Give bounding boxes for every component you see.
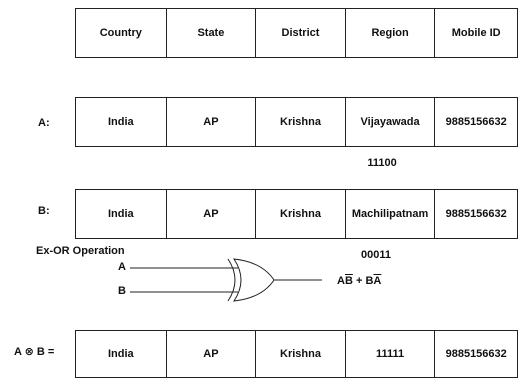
row-a-country: India <box>76 98 167 146</box>
row-a-mobile-id: 9885156632 <box>445 116 507 128</box>
row-a-state: AP <box>167 98 257 146</box>
code-a: 11100 <box>367 157 397 169</box>
row-b-mobile-id: 9885156632 <box>445 208 507 220</box>
expr-plus: + <box>352 275 366 287</box>
xor-extra-arc <box>227 258 236 302</box>
expr-a-bar: A <box>373 275 382 287</box>
gate-expression: AB + BA <box>337 275 381 287</box>
row-b-region: Machilipatnam <box>346 190 436 238</box>
row-a-district: Krishna <box>256 98 346 146</box>
code-b: 00011 <box>361 249 391 261</box>
row-b-district: Krishna <box>256 190 346 238</box>
row-a-region: Vijayawada <box>346 98 436 146</box>
row-b-state: AP <box>167 190 257 238</box>
xor-gate-body <box>232 258 275 302</box>
result-region: 11111 <box>346 331 436 377</box>
expr-b: B <box>365 275 374 287</box>
header-state: State <box>167 9 257 57</box>
gate-input-a-label: A <box>118 261 126 273</box>
result-row: India AP Krishna 11111 9885156632 <box>75 330 518 378</box>
header-row: Country State District Region Mobile ID <box>75 8 518 58</box>
row-b: India AP Krishna Machilipatnam 988515663… <box>75 189 518 239</box>
result-mobile-id: 9885156632 <box>445 348 507 360</box>
gate-title: Ex-OR Operation <box>36 245 125 257</box>
row-a: India AP Krishna Vijayawada 9885156632 <box>75 97 518 147</box>
result-row-label: A ⊗ B = <box>14 346 55 358</box>
header-mobile-id: Mobile ID <box>451 27 501 39</box>
result-state: AP <box>167 331 257 377</box>
result-country: India <box>76 331 167 377</box>
gate-input-b-label: B <box>118 285 126 297</box>
header-country: Country <box>76 9 167 57</box>
row-b-country: India <box>76 190 167 238</box>
expr-b-bar: B <box>344 275 353 287</box>
result-district: Krishna <box>256 331 346 377</box>
header-region: Region <box>346 9 436 57</box>
row-a-label: A: <box>38 117 50 129</box>
expr-a: A <box>337 275 345 287</box>
row-b-label: B: <box>38 205 50 217</box>
header-district: District <box>256 9 346 57</box>
